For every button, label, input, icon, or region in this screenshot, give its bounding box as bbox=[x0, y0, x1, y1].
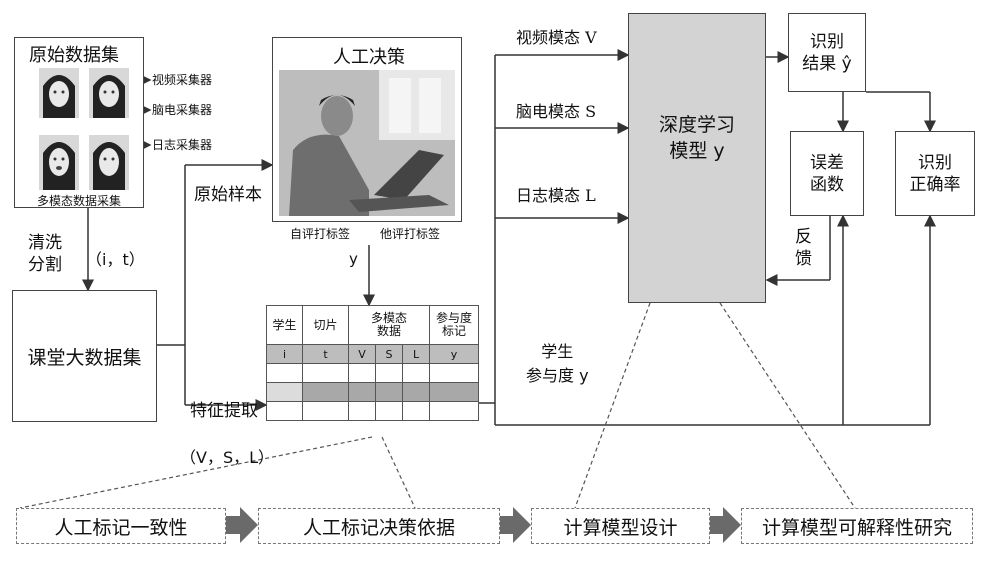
other-label: 他评打标签 bbox=[380, 227, 441, 241]
step-1-label: 人工标记一致性 bbox=[54, 516, 188, 539]
table-row-selected bbox=[266, 382, 480, 402]
face-image-4 bbox=[89, 135, 129, 190]
step-model-design: 计算模型设计 bbox=[531, 508, 710, 544]
raw-sample-label: 原始样本 bbox=[194, 185, 262, 205]
modality-video: 视频模态 V bbox=[516, 28, 597, 47]
feedback-label: 反 馈 bbox=[795, 227, 812, 269]
self-label: 自评打标签 bbox=[290, 227, 351, 241]
step-annotation-basis: 人工标记决策依据 bbox=[258, 508, 500, 544]
symbol-s: S bbox=[375, 344, 403, 364]
header-slice: 切片 bbox=[302, 305, 349, 345]
symbol-y: y bbox=[429, 344, 480, 364]
header-engagement: 参与度 标记 bbox=[429, 305, 480, 345]
accuracy-box: 识别 正确率 bbox=[895, 131, 975, 216]
error-label: 误差 函数 bbox=[810, 152, 844, 195]
face-image-1 bbox=[39, 68, 79, 118]
step-annotation-consistency: 人工标记一致性 bbox=[16, 508, 226, 544]
dataset-title: 原始数据集 bbox=[29, 45, 119, 66]
table-row bbox=[266, 401, 480, 421]
face-image-2 bbox=[89, 68, 129, 118]
collector-video: 视频采集器 bbox=[152, 73, 213, 87]
step-4-label: 计算模型可解释性研究 bbox=[761, 516, 952, 539]
person-icon bbox=[279, 70, 455, 216]
result-label: 识别 结果 ŷ bbox=[802, 31, 852, 74]
deep-learning-model-box: 深度学习 模型 y bbox=[628, 13, 766, 303]
modality-eeg: 脑电模态 S bbox=[516, 102, 597, 121]
clean-split-label: 清洗 分割 bbox=[28, 233, 62, 275]
it-label: （i，t） bbox=[86, 250, 145, 269]
step-2-label: 人工标记决策依据 bbox=[302, 516, 455, 539]
feature-table: 学生 切片 多模态 数据 参与度 标记 i t V S L y bbox=[266, 305, 480, 421]
model-label: 深度学习 模型 y bbox=[658, 114, 735, 162]
table-row bbox=[266, 363, 480, 383]
y-label: y bbox=[349, 250, 358, 268]
symbol-l: L bbox=[401, 344, 431, 364]
collector-eeg: 脑电采集器 bbox=[152, 103, 213, 117]
step-model-interpretability: 计算模型可解释性研究 bbox=[741, 508, 973, 544]
face-icon bbox=[89, 135, 129, 190]
dataset-caption: 多模态数据采集 bbox=[37, 194, 122, 208]
feature-extraction-label: 特征提取 bbox=[190, 401, 258, 421]
face-icon bbox=[89, 68, 129, 118]
classroom-bigdata-box: 课堂大数据集 bbox=[12, 290, 157, 422]
accuracy-label: 识别 正确率 bbox=[909, 152, 961, 195]
face-image-3 bbox=[39, 135, 79, 190]
human-decision-box: 人工决策 bbox=[272, 37, 462, 222]
symbol-i: i bbox=[266, 344, 303, 364]
symbol-v: V bbox=[348, 344, 376, 364]
original-dataset-box: 原始数据集 多模态数据采集 bbox=[14, 37, 144, 208]
vsl-label: （V，S，L） bbox=[180, 448, 275, 467]
header-multimodal: 多模态 数据 bbox=[347, 305, 431, 345]
symbol-t: t bbox=[302, 344, 349, 364]
person-laptop-image bbox=[279, 70, 455, 216]
face-icon bbox=[39, 68, 79, 118]
student-engagement-label: 学生 参与度 y bbox=[526, 342, 589, 385]
face-icon bbox=[39, 135, 79, 190]
header-student: 学生 bbox=[266, 305, 303, 345]
recognition-result-box: 识别 结果 ŷ bbox=[788, 13, 866, 92]
modality-log: 日志模态 L bbox=[516, 186, 596, 205]
step-3-label: 计算模型设计 bbox=[563, 516, 678, 539]
human-decision-title: 人工决策 bbox=[333, 47, 405, 68]
bigdata-label: 课堂大数据集 bbox=[27, 346, 142, 369]
collector-log: 日志采集器 bbox=[152, 138, 213, 152]
error-function-box: 误差 函数 bbox=[790, 131, 864, 216]
